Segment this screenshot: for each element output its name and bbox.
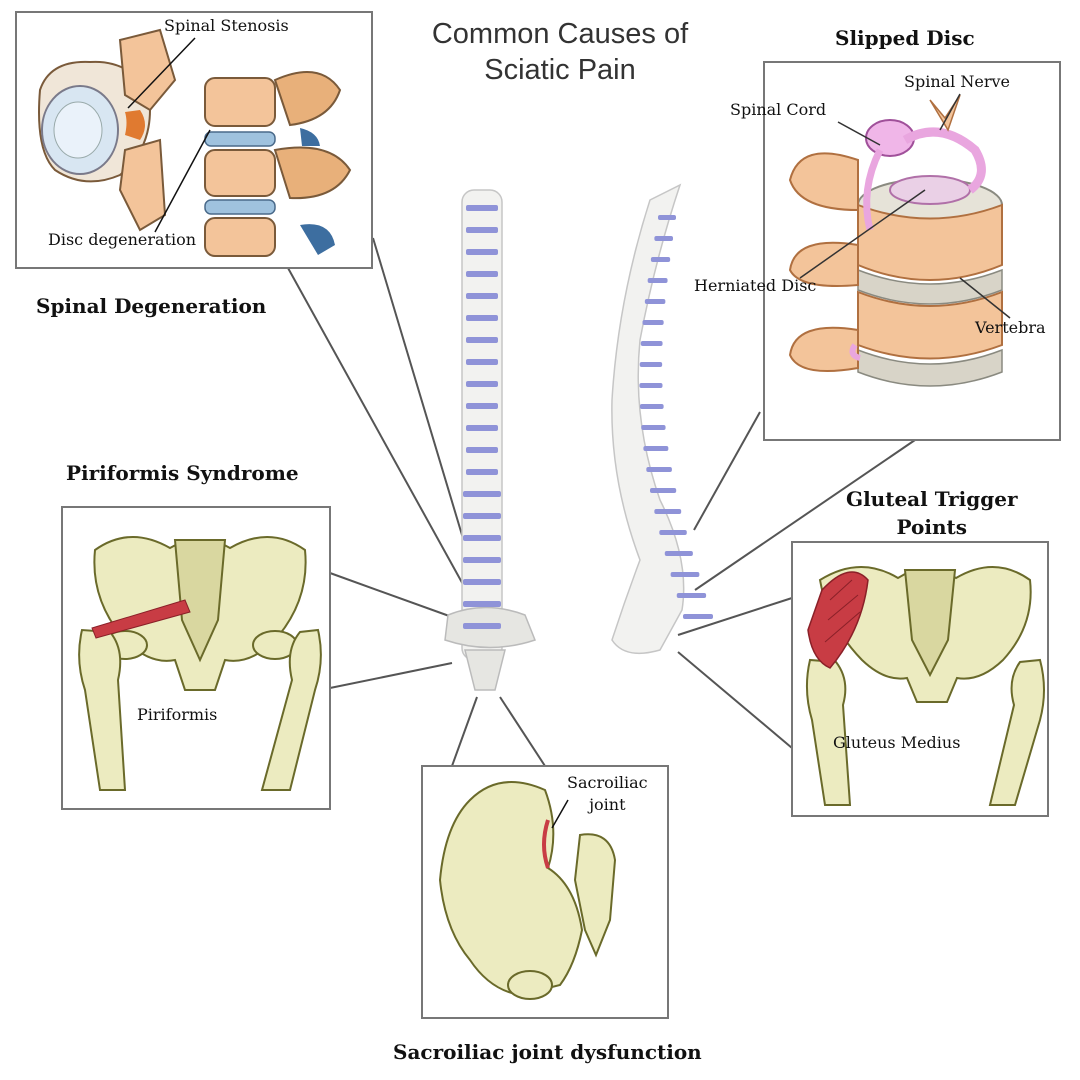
side-spine-illustration xyxy=(611,183,713,655)
label-piriformis: Piriformis xyxy=(137,705,218,724)
side-spine-disc xyxy=(644,299,666,304)
side-spine-disc xyxy=(654,236,674,241)
front-spine-disc xyxy=(463,491,501,497)
front-spine-illustration xyxy=(444,189,536,691)
side-spine-disc xyxy=(642,320,664,325)
front-spine-disc xyxy=(466,447,498,453)
front-spine-disc xyxy=(463,513,501,519)
front-spine-disc xyxy=(466,227,498,233)
side-spine-disc xyxy=(670,572,700,577)
label-spinal-nerve: Spinal Nerve xyxy=(904,72,1010,91)
side-spine-disc xyxy=(683,614,713,619)
front-spine-disc xyxy=(463,601,501,607)
heading-gluteal-line-1: Gluteal Trigger xyxy=(846,487,1018,511)
front-spine-disc xyxy=(463,579,501,585)
label-sacroiliac-line-1: Sacroiliac xyxy=(567,773,648,792)
side-spine-disc xyxy=(664,551,693,556)
front-spine-disc xyxy=(466,315,498,321)
front-spine-disc xyxy=(463,557,501,563)
side-spine-disc xyxy=(646,467,672,472)
front-spine-disc xyxy=(466,469,498,475)
label-herniated-disc: Herniated Disc xyxy=(694,276,817,295)
title-line-1: Common Causes of xyxy=(431,18,689,50)
side-spine-disc xyxy=(639,404,664,409)
front-spine-disc xyxy=(466,381,498,387)
label-spinal-cord: Spinal Cord xyxy=(730,100,827,119)
side-spine-disc xyxy=(647,278,668,283)
side-spine-disc xyxy=(658,215,676,220)
front-spine-disc xyxy=(466,293,498,299)
front-spine-disc xyxy=(466,337,498,343)
connector-lines xyxy=(287,237,916,767)
title-line-2: Sciatic Pain xyxy=(484,54,636,86)
side-spine-disc xyxy=(649,488,677,493)
side-spine-disc xyxy=(639,383,663,388)
side-spine-disc xyxy=(643,446,669,451)
front-spine-disc xyxy=(463,535,501,541)
side-spine-disc xyxy=(676,593,707,598)
side-spine-disc xyxy=(654,509,682,514)
heading-piriformis-syndrome: Piriformis Syndrome xyxy=(66,461,299,485)
side-spine-disc xyxy=(639,362,663,367)
heading-spinal-degeneration: Spinal Degeneration xyxy=(36,294,267,318)
diagram-title: Common Causes of Sciatic Pain xyxy=(400,16,720,88)
front-spine-disc xyxy=(466,271,498,277)
label-sacroiliac-joint: Sacroiliac joint xyxy=(567,772,648,816)
front-spine-disc xyxy=(466,403,498,409)
heading-gluteal-trigger-points: Gluteal Trigger Points xyxy=(846,485,1018,541)
heading-sacroiliac-joint-dysfunction: Sacroiliac joint dysfunction xyxy=(393,1040,702,1064)
side-spine-disc xyxy=(641,425,666,430)
label-gluteus-medius: Gluteus Medius xyxy=(833,733,961,752)
front-spine-disc xyxy=(466,359,498,365)
heading-slipped-disc: Slipped Disc xyxy=(835,26,975,50)
side-spine-disc xyxy=(659,530,687,535)
front-spine-disc xyxy=(466,205,498,211)
label-spinal-stenosis: Spinal Stenosis xyxy=(164,16,289,35)
front-spine-disc xyxy=(463,623,501,629)
label-disc-degeneration: Disc degeneration xyxy=(48,230,197,249)
side-spine-disc xyxy=(650,257,671,262)
front-spine-disc xyxy=(466,425,498,431)
label-vertebra: Vertebra xyxy=(975,318,1046,337)
label-sacroiliac-line-2: joint xyxy=(589,795,626,814)
heading-gluteal-line-2: Points xyxy=(896,515,967,539)
side-spine-disc xyxy=(640,341,663,346)
front-spine-disc xyxy=(466,249,498,255)
gluteal-illustration xyxy=(791,541,1049,817)
piriformis-illustration xyxy=(61,506,331,810)
